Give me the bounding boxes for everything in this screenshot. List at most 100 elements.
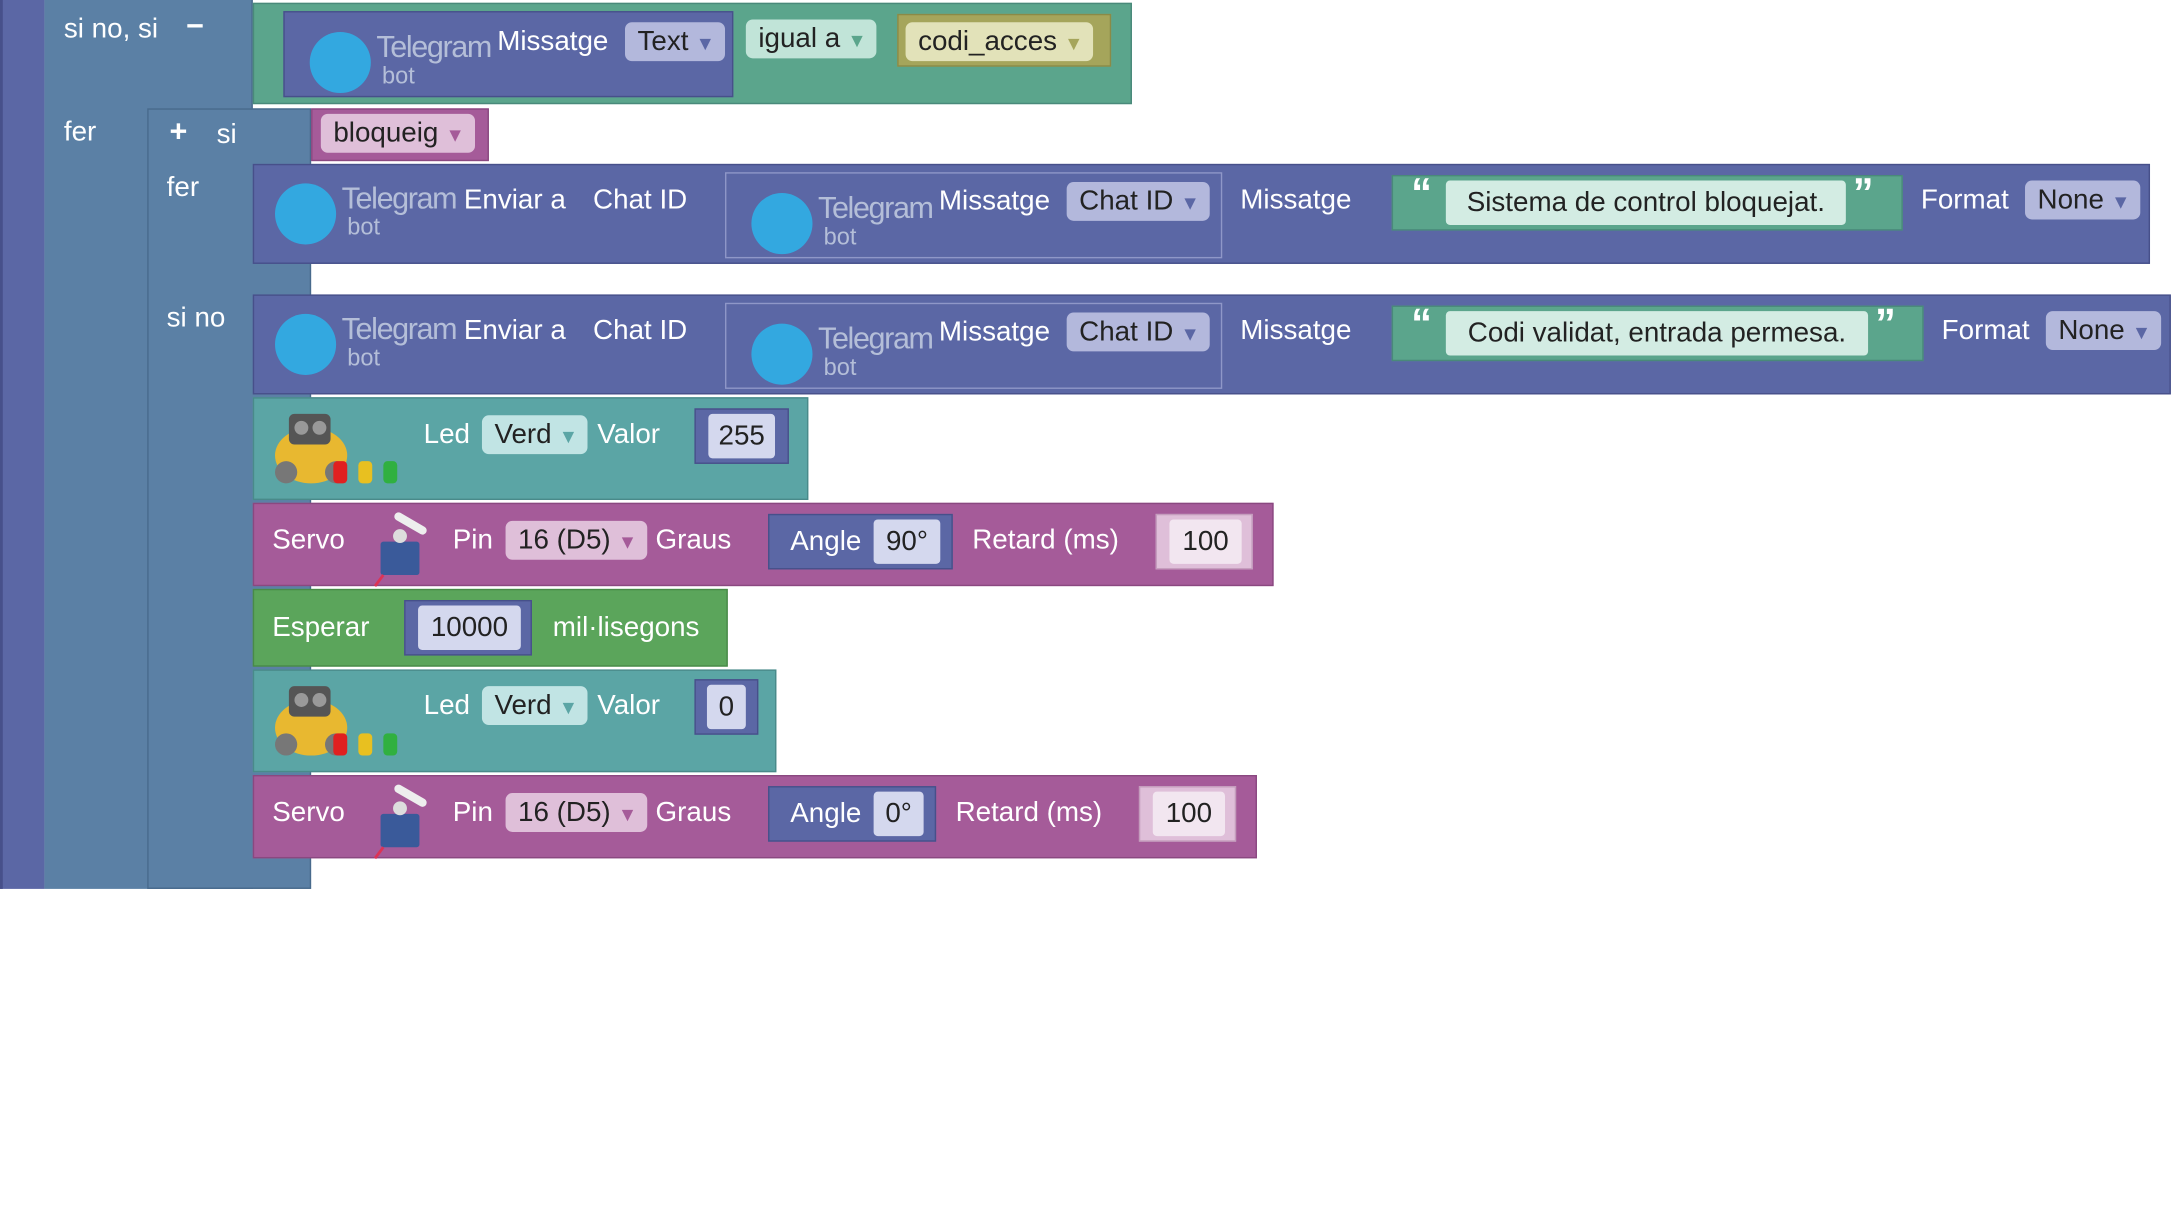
quote-close-icon: ”: [1875, 301, 1896, 348]
outer-block-stripe[interactable]: [0, 0, 45, 889]
chevron-down-icon: ▼: [847, 29, 867, 52]
variable-dropdown[interactable]: codi_acces▼: [905, 22, 1094, 62]
compare-operator-dropdown[interactable]: igual a ▼: [745, 19, 877, 59]
led-color-value: Verd: [494, 690, 552, 721]
message-field-value: Text: [637, 26, 689, 57]
nested-message-label: Missatge: [938, 186, 1051, 217]
message-label: Missatge: [497, 26, 609, 57]
led-label: Led: [423, 419, 470, 451]
text-input-1[interactable]: Sistema de control bloquejat.: [1445, 180, 1846, 226]
message-field-dropdown[interactable]: Text▼: [625, 22, 725, 62]
led-color-dropdown[interactable]: Verd▼: [481, 686, 588, 726]
angle-label: Angle: [790, 798, 862, 830]
servo-block-1[interactable]: [252, 502, 1274, 587]
robot-led-icon: [267, 400, 406, 503]
led-value-label: Valor: [597, 690, 661, 721]
servo-label: Servo: [272, 797, 345, 828]
degrees-label: Graus: [655, 525, 732, 556]
chat-id-label: Chat ID: [593, 184, 688, 216]
format-value: None: [2058, 315, 2125, 346]
telegram-logo-send-1: Telegram bot: [250, 164, 458, 250]
elseif-label: si no, si: [63, 13, 159, 45]
telegram-bot-label: bot: [347, 344, 381, 371]
telegram-wordmark: Telegram: [818, 320, 934, 356]
compare-operator-value: igual a: [758, 23, 841, 55]
servo-icon: [372, 778, 436, 870]
angle-value: 90°: [885, 526, 928, 557]
telegram-bot-label: bot: [381, 62, 415, 89]
add-else-button[interactable]: +: [169, 113, 188, 149]
delay-input[interactable]: 100: [1152, 791, 1226, 837]
led-color-dropdown[interactable]: Verd ▼: [481, 415, 588, 455]
chevron-down-icon: ▼: [1180, 191, 1200, 214]
chevron-down-icon: ▼: [617, 530, 638, 553]
telegram-logo: Telegram bot: [285, 24, 529, 94]
quote-open-icon: “: [1411, 301, 1432, 348]
send-to-label: Enviar a: [463, 315, 566, 346]
servo-block-2[interactable]: [252, 775, 1257, 859]
text-value-2: Codi validat, entrada permesa.: [1467, 318, 1847, 349]
telegram-bot-label: bot: [347, 213, 381, 241]
delay-label: Retard (ms): [955, 797, 1103, 828]
telegram-message-chatid-block-2[interactable]: Telegram bot: [725, 302, 1223, 389]
delay-value: 100: [1165, 798, 1213, 830]
format-dropdown[interactable]: None ▼: [2025, 180, 2141, 220]
chevron-down-icon: ▼: [617, 802, 638, 826]
pin-label: Pin: [452, 525, 493, 556]
remove-elseif-button[interactable]: −: [186, 8, 204, 44]
inner-if-label: si: [216, 119, 237, 151]
quote-close-icon: ”: [1852, 170, 1874, 217]
format-dropdown[interactable]: None▼: [2045, 311, 2161, 351]
angle-input[interactable]: 90°: [873, 519, 941, 564]
format-value: None: [2037, 184, 2104, 216]
nested-message-label: Missatge: [938, 316, 1051, 348]
bloqueig-dropdown[interactable]: bloqueig ▼: [320, 113, 475, 153]
telegram-icon: [275, 183, 337, 245]
wait-value: 10000: [430, 612, 509, 644]
led-value-label: Valor: [597, 419, 661, 451]
telegram-icon: [751, 323, 813, 385]
servo-icon: [372, 506, 436, 598]
chat-id-field-value: Chat ID: [1079, 186, 1174, 217]
telegram-wordmark: Telegram: [341, 180, 458, 216]
degrees-label: Graus: [655, 797, 732, 828]
text-input-2[interactable]: Codi validat, entrada permesa.: [1445, 311, 1869, 356]
format-label: Format: [1920, 184, 2009, 216]
led-value: 0: [718, 691, 735, 723]
chevron-down-icon: ▼: [445, 123, 465, 146]
angle-input[interactable]: 0°: [873, 791, 924, 837]
telegram-logo-send-2: Telegram bot: [250, 294, 458, 380]
inner-else-label: si no: [166, 302, 226, 334]
wait-input[interactable]: 10000: [418, 605, 521, 651]
chevron-down-icon: ▼: [2111, 190, 2131, 213]
message-label: Missatge: [1240, 184, 1352, 216]
pin-dropdown[interactable]: 16 (D5)▼: [505, 793, 647, 832]
bloqueig-value: bloqueig: [333, 118, 439, 149]
outer-do-label: fer: [63, 116, 97, 148]
quote-open-icon: “: [1411, 170, 1432, 217]
chat-id-field-dropdown[interactable]: Chat ID ▼: [1066, 181, 1210, 221]
chat-id-label: Chat ID: [593, 315, 688, 346]
robot-led-icon: [267, 672, 406, 775]
inner-do-label: fer: [166, 172, 200, 203]
telegram-wordmark: Telegram: [341, 311, 458, 346]
led-value-input[interactable]: 255: [708, 413, 776, 459]
angle-value: 0°: [885, 798, 912, 830]
chevron-down-icon: ▼: [558, 425, 578, 448]
telegram-message-chatid-block-1[interactable]: Telegram bot: [725, 172, 1223, 259]
delay-value: 100: [1182, 526, 1229, 557]
led-value-input[interactable]: 0: [706, 684, 746, 730]
delay-input[interactable]: 100: [1169, 519, 1242, 564]
chat-id-field-value: Chat ID: [1079, 316, 1174, 348]
led-label: Led: [423, 690, 470, 721]
pin-value: 16 (D5): [518, 525, 611, 556]
telegram-icon: [275, 313, 337, 376]
chevron-down-icon: ▼: [558, 695, 578, 719]
pin-dropdown[interactable]: 16 (D5) ▼: [505, 520, 647, 560]
led-color-value: Verd: [494, 419, 552, 451]
chevron-down-icon: ▼: [1180, 322, 1200, 345]
telegram-bot-label: bot: [823, 223, 857, 251]
servo-label: Servo: [272, 525, 345, 556]
chat-id-field-dropdown[interactable]: Chat ID ▼: [1066, 312, 1210, 352]
